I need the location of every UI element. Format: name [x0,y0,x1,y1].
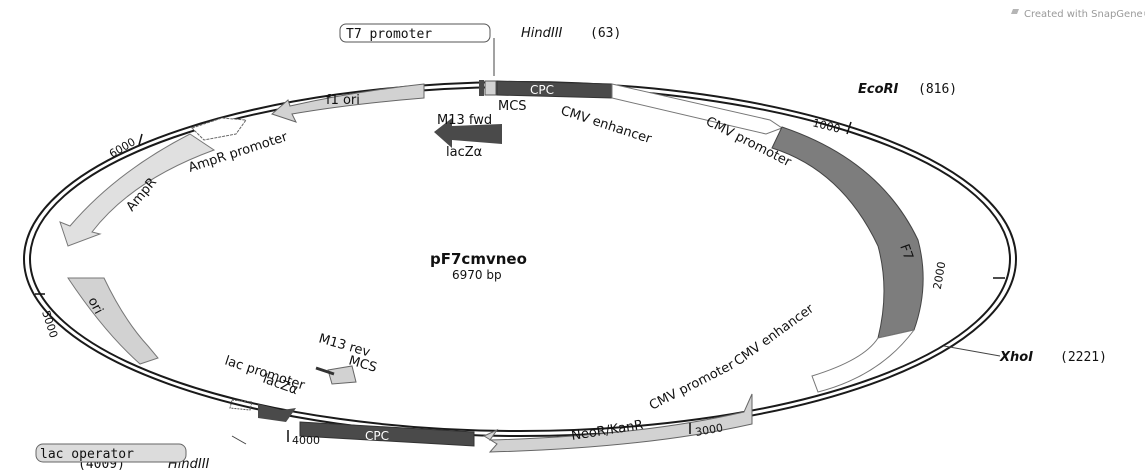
site-ecori-pos: (816) [918,82,957,97]
boxed-lac-operator-frame [35,443,187,463]
feature-m13rev [315,366,335,376]
feature-ori-label: ori [84,295,105,317]
tick-2000: 2000 [931,261,949,291]
feature-laczalpha-top-label: lacZα [446,145,482,160]
feature-f1-label: f1 ori [326,93,360,108]
feature-ampr-promoter [191,117,247,141]
credit-text: Created with SnapGene® [1024,9,1145,20]
boxed-t7-text: T7 promoter [346,27,432,42]
boxed-lac-operator: lac operator [35,443,187,463]
feature-cpc-top [496,80,613,99]
site-xhoi-line [943,345,1001,357]
feature-cmv-top [611,83,784,135]
site-xhoi-pos: (2221) [1060,350,1107,365]
site-ecori: EcoRI (816) [858,82,957,97]
tick-5000: 5000 [39,309,60,340]
label-m13fwd: M13 fwd [437,113,492,128]
feature-lac-promoter [229,399,253,411]
feature-laczalpha-bottom [258,404,296,422]
site-hind-top-pos: (63) [590,26,621,41]
boxed-t7-promoter: T7 promoter [339,23,491,43]
plasmid-name: pF7cmvneo [430,250,527,268]
feature-cpc-bottom [299,421,475,447]
boxed-lac-operator-text: lac operator [40,447,134,462]
feature-ori [67,277,159,365]
site-xhoi-name: XhoI [999,350,1033,365]
feature-ampr [59,133,216,247]
label-cmv-prom-bottom: CMV promoter [647,357,738,413]
snapgene-logo-icon [1011,9,1019,14]
feature-cmv-bottom [811,329,916,393]
feature-neo [482,393,753,453]
feature-mcs-bottom [327,365,357,385]
tick-4000: 4000 [292,434,320,447]
tick-marks: 1000 2000 3000 4000 5000 6000 [35,116,1005,447]
feature-cpc-top-label: CPC [530,83,554,97]
feature-f1 [271,83,425,123]
feature-f7-label: F7 [896,242,915,262]
tick-1000-mark [846,121,852,135]
label-cmv-enh-bottom: CMV enhancer [732,301,818,369]
tick-6000: 6000 [107,135,138,160]
tick-1000: 1000 [811,116,841,135]
label-mcs-top: MCS [498,99,527,114]
feature-f7 [771,126,924,339]
plasmid-size: 6970 bp [452,268,502,282]
site-hind-top: HindIII (63) [493,26,621,76]
label-cmv-enh-top: CMV enhancer [559,104,654,148]
site-hind-bottom-line [231,435,247,445]
site-xhoi: XhoI (2221) [943,345,1107,365]
boxed-t7-frame [339,23,491,43]
feature-m13fwd [479,80,484,96]
feature-mcs-top [484,80,497,96]
site-hind-top-name: HindIII [521,26,563,41]
snapgene-credit: Created with SnapGene® [1011,9,1145,20]
tick-3000: 3000 [694,421,724,439]
feature-cpc-bottom-label: CPC [365,429,389,443]
tick-6000-mark [138,133,143,146]
site-ecori-name: EcoRI [858,82,899,97]
feature-laczalpha-top [434,118,502,148]
